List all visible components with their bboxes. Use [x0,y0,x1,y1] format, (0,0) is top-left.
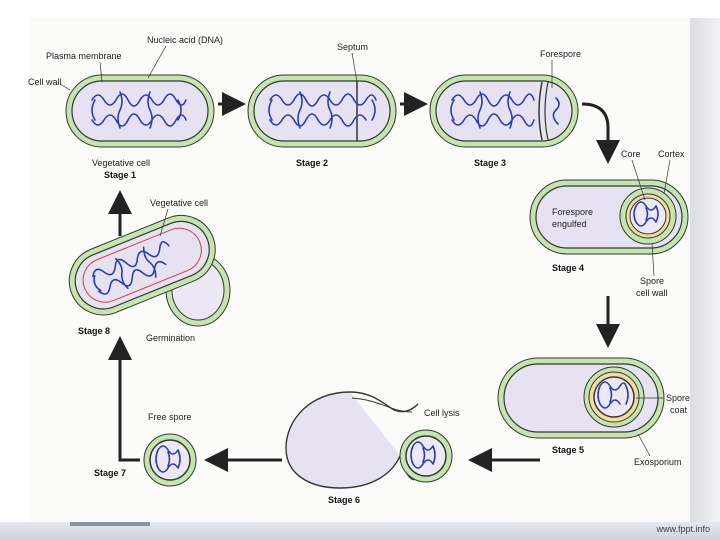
stage6-released-spore [399,429,453,483]
label-forespore-engulfed-2: engulfed [552,219,587,229]
leader-exosporium [637,433,651,457]
label-forespore: Forespore [540,49,581,59]
label-plasma-membrane: Plasma membrane [46,51,122,61]
label-forespore-engulfed-1: Forespore [552,207,593,217]
stage5-cell [497,357,665,439]
label-stage6: Stage 6 [328,495,360,505]
stage3-cell [429,74,579,148]
label-nucleic-acid: Nucleic acid (DNA) [147,35,223,45]
footer-band [0,522,720,540]
leader-vegetative-cell-8 [159,208,169,237]
label-stage7: Stage 7 [94,468,126,478]
stage6-lysed-cell [285,391,419,489]
watermark: www.fppt.info [656,524,710,534]
arrow-stage7-to-8 [108,336,140,462]
stage4-cell [529,179,689,255]
stage8-germinating-cell [68,214,231,327]
stage1-cell [65,74,215,148]
leader-plasma-membrane [99,61,103,83]
label-stage3: Stage 3 [474,158,506,168]
label-exosporium: Exosporium [634,457,682,467]
label-core: Core [621,149,641,159]
label-cell-wall: Cell wall [28,77,62,87]
label-stage8: Stage 8 [78,326,110,336]
leader-spore-cell-wall [651,243,655,277]
stage7-free-spore [143,433,197,487]
arrow-stage3-to-4 [581,102,620,164]
leader-nucleic-acid [147,45,167,79]
label-spore-cell-wall-1: Spore [640,276,664,286]
slide-shadow [690,18,720,524]
label-free-spore: Free spore [148,412,192,422]
label-stage2: Stage 2 [296,158,328,168]
label-vegetative-cell-1: Vegetative cell [92,158,150,168]
label-cell-lysis: Cell lysis [424,408,460,418]
label-spore-coat-1: Spore [666,393,690,403]
leader-septum [351,52,358,83]
stage2-cell [247,74,397,148]
label-spore-cell-wall-2: cell wall [636,288,668,298]
leader-cell-wall [59,83,71,91]
label-stage5: Stage 5 [552,445,584,455]
footer-accent [70,522,150,526]
label-germination: Germination [146,333,195,343]
label-stage4: Stage 4 [552,263,584,273]
label-cortex: Cortex [658,149,685,159]
leader-cortex [663,159,671,195]
label-septum: Septum [337,42,368,52]
label-stage1: Stage 1 [104,170,136,180]
label-spore-coat-2: coat [670,405,688,415]
leader-core [631,159,646,201]
label-vegetative-cell-8: Vegetative cell [150,198,208,208]
